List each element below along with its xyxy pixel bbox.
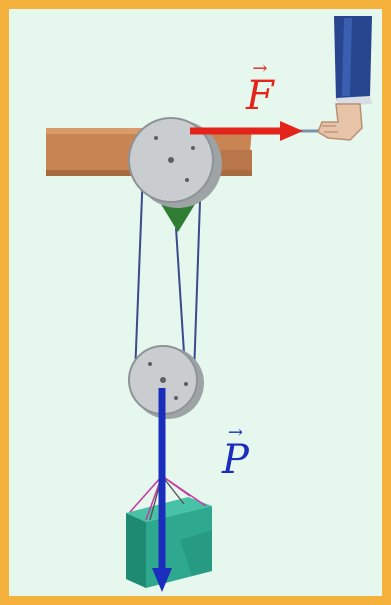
vector-arrow-icon: → — [252, 58, 268, 79]
vector-arrow-icon: → — [227, 422, 243, 443]
force-label: → F — [246, 58, 274, 119]
movable-pulley-icon — [128, 345, 204, 419]
weight-symbol: P — [222, 437, 249, 483]
weight-arrow — [152, 388, 172, 592]
force-arrow — [190, 121, 303, 141]
hand-icon — [317, 16, 372, 141]
force-symbol: F — [246, 73, 274, 119]
weight-label: → P — [222, 422, 249, 483]
rope — [134, 169, 202, 376]
fixed-pulley-icon — [128, 117, 222, 208]
